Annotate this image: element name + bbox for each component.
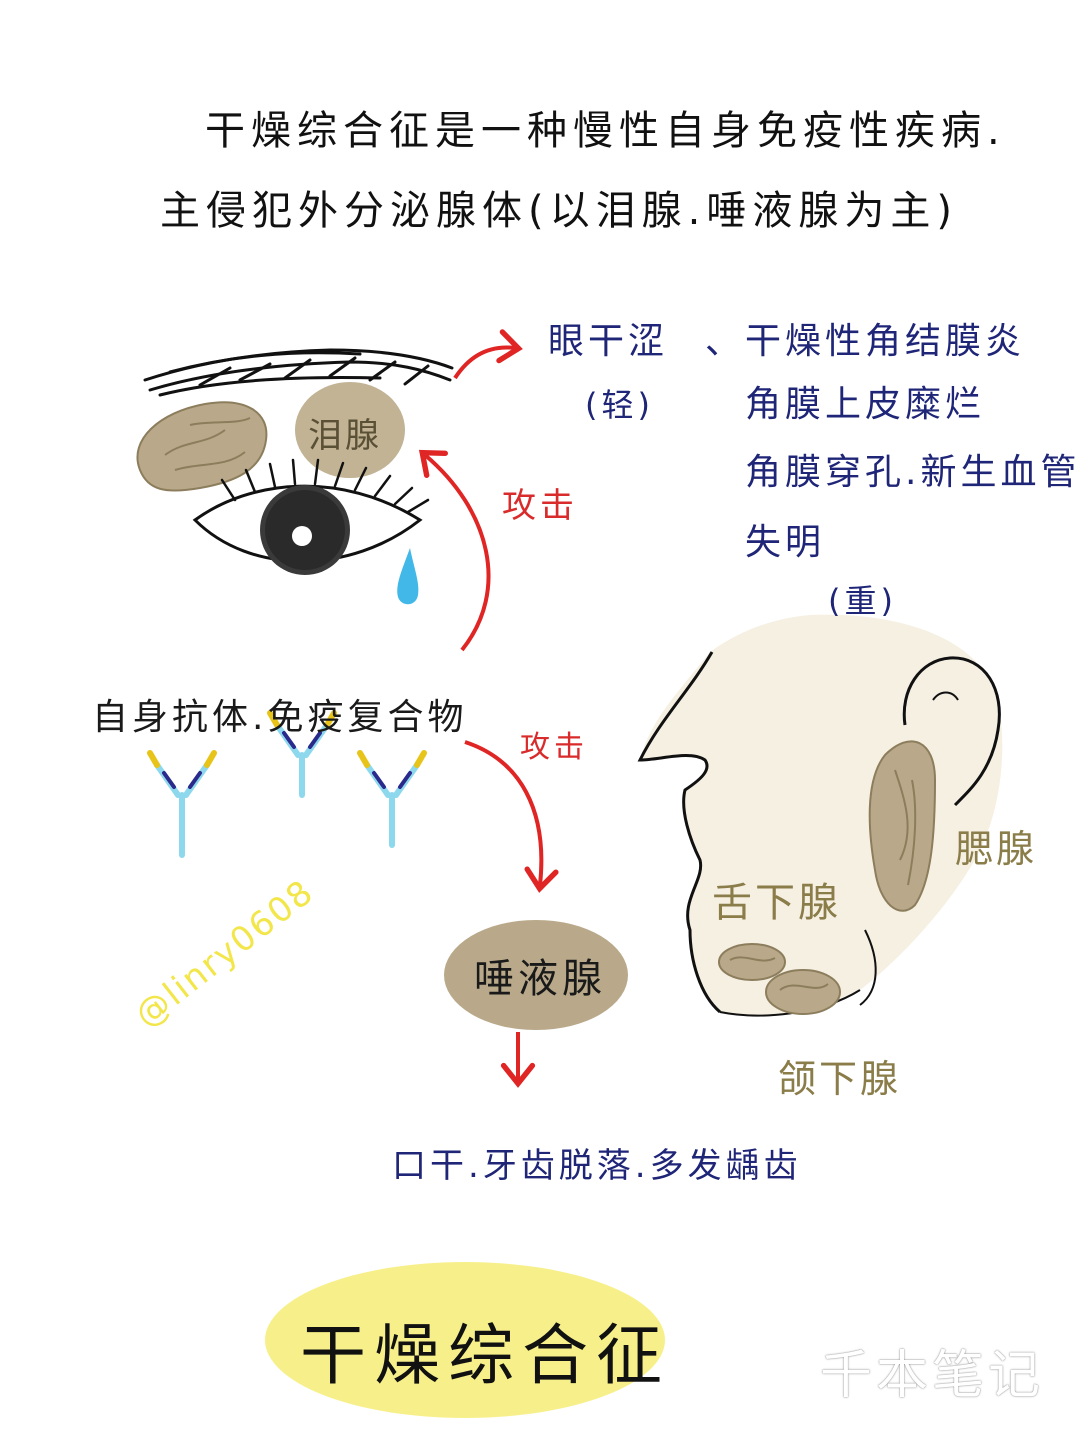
arrow-attack-lacrimal <box>418 449 491 652</box>
saliva-outcome: 口干.牙齿脱落.多发龋齿 <box>392 1146 802 1186</box>
sublingual-gland-blob <box>718 943 786 981</box>
arrow-to-eye-symptoms <box>453 329 523 380</box>
tear-drop-icon <box>397 548 419 605</box>
parotid-label: 腮腺 <box>955 827 1038 871</box>
symptom-severe: (重) <box>828 582 897 620</box>
salivary-gland-ellipse <box>444 920 628 1030</box>
symptom-item: 失明 <box>745 522 826 563</box>
symptom-item: 角膜上皮糜烂 <box>745 384 986 425</box>
sublingual-label: 舌下腺 <box>712 880 841 926</box>
orbital-gland-blob <box>136 401 268 492</box>
header-line-1: 干燥综合征是一种慢性自身免疫性疾病. <box>205 108 1006 154</box>
brand-watermark: 千本笔记 <box>820 1346 1045 1406</box>
face-profile-sketch <box>637 614 1003 1017</box>
header-line-2: 主侵犯外分泌腺体(以泪腺.唾液腺为主) <box>160 188 958 234</box>
symptom-mild: (轻) <box>585 386 654 424</box>
submandibular-gland-blob <box>765 969 841 1015</box>
eye-sketch <box>192 458 430 575</box>
symptom-item: 角膜穿孔.新生血管化 <box>745 452 1080 493</box>
eyebrow-sketch <box>143 348 454 397</box>
symptom-title: 眼干涩 <box>548 321 669 362</box>
antibody-icon <box>357 750 427 848</box>
salivary-gland-label: 唾液腺 <box>474 956 606 1002</box>
antibody-icons <box>147 710 427 858</box>
title-highlight <box>265 1262 665 1418</box>
lacrimal-gland-label: 泪腺 <box>308 416 382 456</box>
submandibular-label: 颌下腺 <box>778 1057 902 1101</box>
antibody-label: 自身抗体.免疫复合物 <box>92 697 468 738</box>
parotid-gland-blob <box>868 740 937 912</box>
antibody-icon <box>147 750 217 858</box>
antibody-icon <box>267 710 337 798</box>
symptom-item: 、干燥性角结膜炎 <box>705 321 1026 362</box>
lacrimal-gland-circle <box>295 382 405 478</box>
attack-label-saliva: 攻击 <box>520 730 588 765</box>
main-title: 干燥综合征 <box>300 1317 670 1394</box>
attack-label-eye: 攻击 <box>502 486 578 526</box>
arrow-attack-saliva <box>464 740 559 893</box>
